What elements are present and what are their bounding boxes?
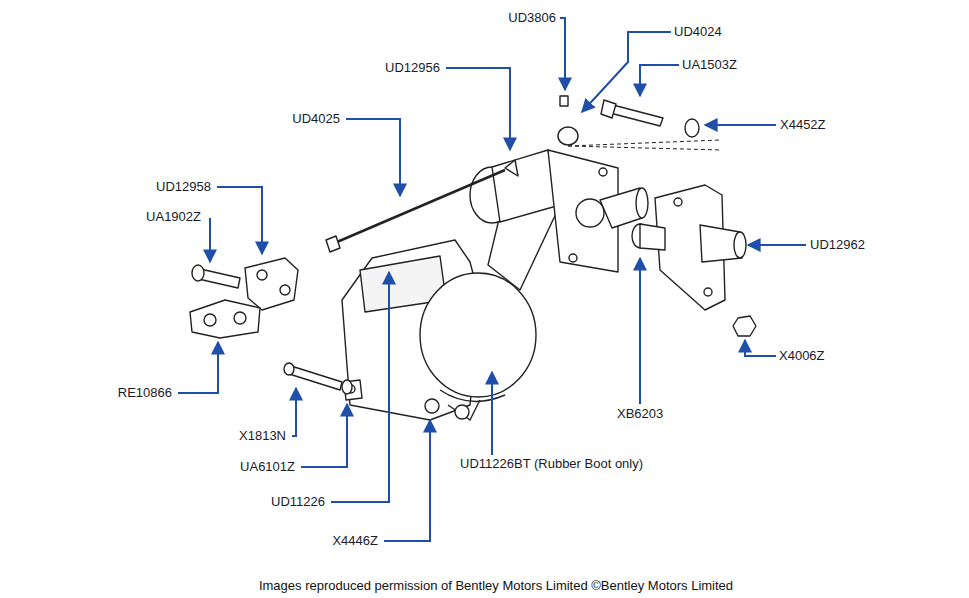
part-number: X4446Z <box>332 533 378 549</box>
part-number: UD11226 <box>271 494 325 510</box>
part-number: UD3806 <box>508 10 556 26</box>
part-number: UA1503Z <box>682 57 737 73</box>
part-number: UD4024 <box>674 24 722 40</box>
part-number: X4452Z <box>780 117 826 133</box>
part-number: UD12958 <box>156 179 211 195</box>
part-number: UA1902Z <box>146 209 201 225</box>
copyright-caption: Images reproduced permission of Bentley … <box>259 578 733 594</box>
part-number: UD4025 <box>292 111 340 127</box>
part-number: RE10866 <box>118 385 172 401</box>
part-number: UD11226BT (Rubber Boot only) <box>460 456 643 472</box>
part-number: UA6101Z <box>240 459 295 475</box>
part-number: X4006Z <box>779 348 825 364</box>
part-number: X1813N <box>239 428 286 444</box>
part-number: XB6203 <box>617 406 663 422</box>
part-number: UD12956 <box>385 60 440 76</box>
part-number: UD12962 <box>810 237 865 253</box>
